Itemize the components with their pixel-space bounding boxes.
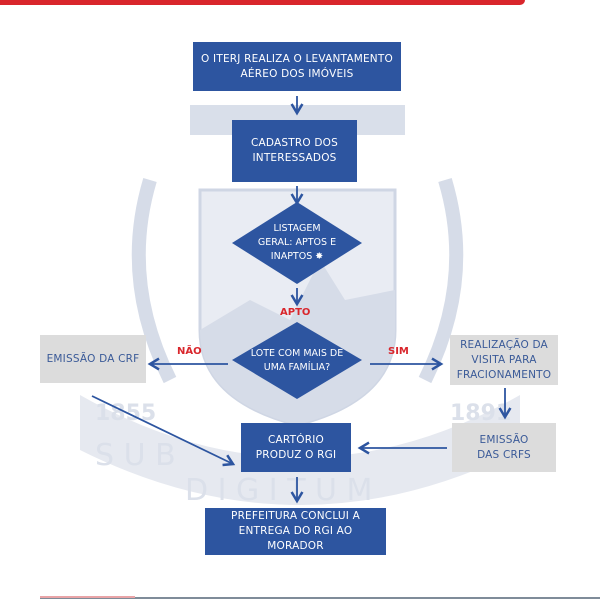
decision-multiple-families: LOTE COM MAIS DE UMA FAMÍLIA? bbox=[232, 322, 362, 399]
apt-label: APTO bbox=[280, 307, 311, 318]
step-aerial-survey: O ITERJ REALIZA O LEVANTAMENTO AÉREO DOS… bbox=[193, 42, 401, 91]
decision-text: LOTE COM MAIS DE UMA FAMÍLIA? bbox=[250, 347, 344, 373]
svg-text:D I G I T U M: D I G I T U M bbox=[185, 473, 372, 508]
yes-label: SIM bbox=[388, 346, 409, 357]
bottom-divider bbox=[40, 597, 600, 599]
svg-text:S U B: S U B bbox=[95, 438, 176, 473]
no-label: NÃO bbox=[177, 346, 202, 357]
step-crf-issuance: EMISSÃO DA CRF bbox=[40, 335, 146, 383]
listing-text: LISTAGEM GERAL: APTOS E INAPTOS ✸ bbox=[257, 223, 337, 262]
step-site-visit: REALIZAÇÃO DA VISITA PARA FRACIONAMENTO bbox=[450, 335, 558, 385]
step-general-listing: LISTAGEM GERAL: APTOS E INAPTOS ✸ bbox=[232, 202, 362, 284]
step-crfs-issuance: EMISSÃO DAS CRFS bbox=[452, 423, 556, 472]
bottom-accent bbox=[40, 596, 135, 598]
arrow-crf-to-registry bbox=[91, 395, 236, 467]
top-accent-bar bbox=[0, 0, 525, 5]
step-delivery: PREFEITURA CONCLUI A ENTREGA DO RGI AO M… bbox=[205, 508, 386, 555]
step-registration: CADASTRO DOS INTERESSADOS bbox=[232, 120, 357, 182]
step-registry-office: CARTÓRIO PRODUZ O RGI bbox=[241, 423, 351, 472]
